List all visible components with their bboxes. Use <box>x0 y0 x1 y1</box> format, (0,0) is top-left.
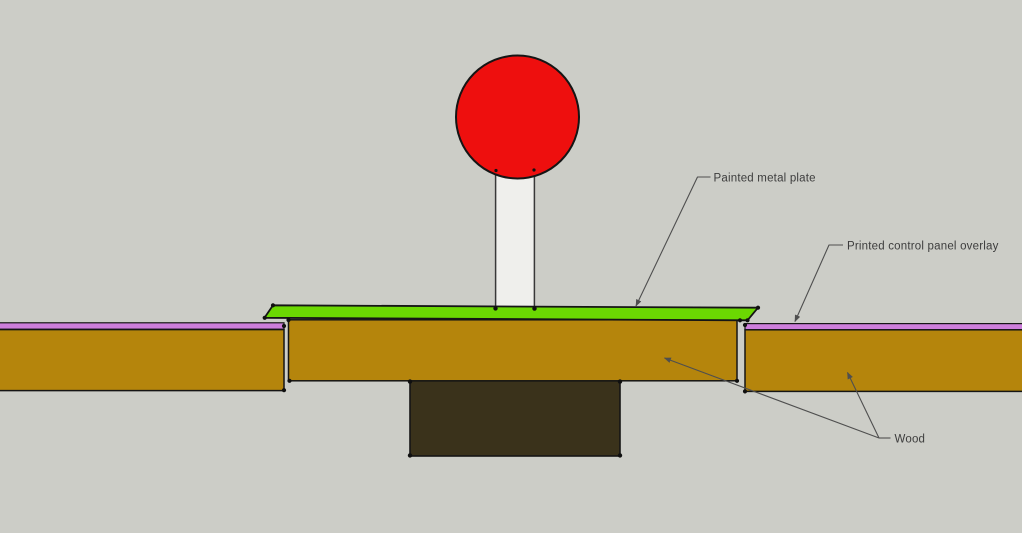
endpoint-dot <box>270 303 276 308</box>
endpoint-dot <box>755 305 761 310</box>
endpoint-dot <box>742 322 748 328</box>
endpoint-dots <box>262 168 761 458</box>
endpoint-dot <box>286 317 291 323</box>
endpoint-dot <box>737 318 743 323</box>
endpoint-dot <box>281 388 287 393</box>
endpoint-dot <box>407 379 413 384</box>
leader-printed-overlay[interactable] <box>794 244 843 323</box>
endpoint-dot <box>745 318 750 323</box>
label-wood[interactable]: Wood <box>895 434 926 446</box>
endpoint-dot <box>407 453 413 458</box>
left-wood-panel[interactable] <box>0 328 285 392</box>
label-painted-metal-plate[interactable]: Painted metal plate <box>714 173 816 185</box>
endpoint-dot <box>287 378 292 383</box>
endpoint-dot <box>532 168 536 172</box>
right-overlay-strip[interactable] <box>744 323 1022 331</box>
endpoint-dot <box>617 453 623 458</box>
joystick-ball[interactable] <box>455 54 580 180</box>
right-wood-panel[interactable] <box>744 329 1022 393</box>
endpoint-dot <box>493 306 498 311</box>
support-block[interactable] <box>409 379 621 457</box>
endpoint-dot <box>617 379 623 384</box>
label-printed-overlay[interactable]: Printed control panel overlay <box>847 241 999 253</box>
endpoint-dot <box>532 306 537 311</box>
endpoint-dot <box>281 323 287 329</box>
leader-lines <box>635 176 891 439</box>
center-wood-block[interactable] <box>287 319 738 382</box>
leader-wood-center-block[interactable] <box>663 357 880 439</box>
leader-painted-metal-plate[interactable] <box>635 176 711 307</box>
left-overlay-strip[interactable] <box>0 322 285 330</box>
endpoint-dot <box>742 389 748 394</box>
endpoint-dot <box>494 168 498 173</box>
endpoint-dot <box>734 378 740 383</box>
endpoint-dot <box>262 315 267 320</box>
leader-wood-right-panel[interactable] <box>847 371 880 439</box>
painted-metal-plate[interactable] <box>263 304 759 322</box>
